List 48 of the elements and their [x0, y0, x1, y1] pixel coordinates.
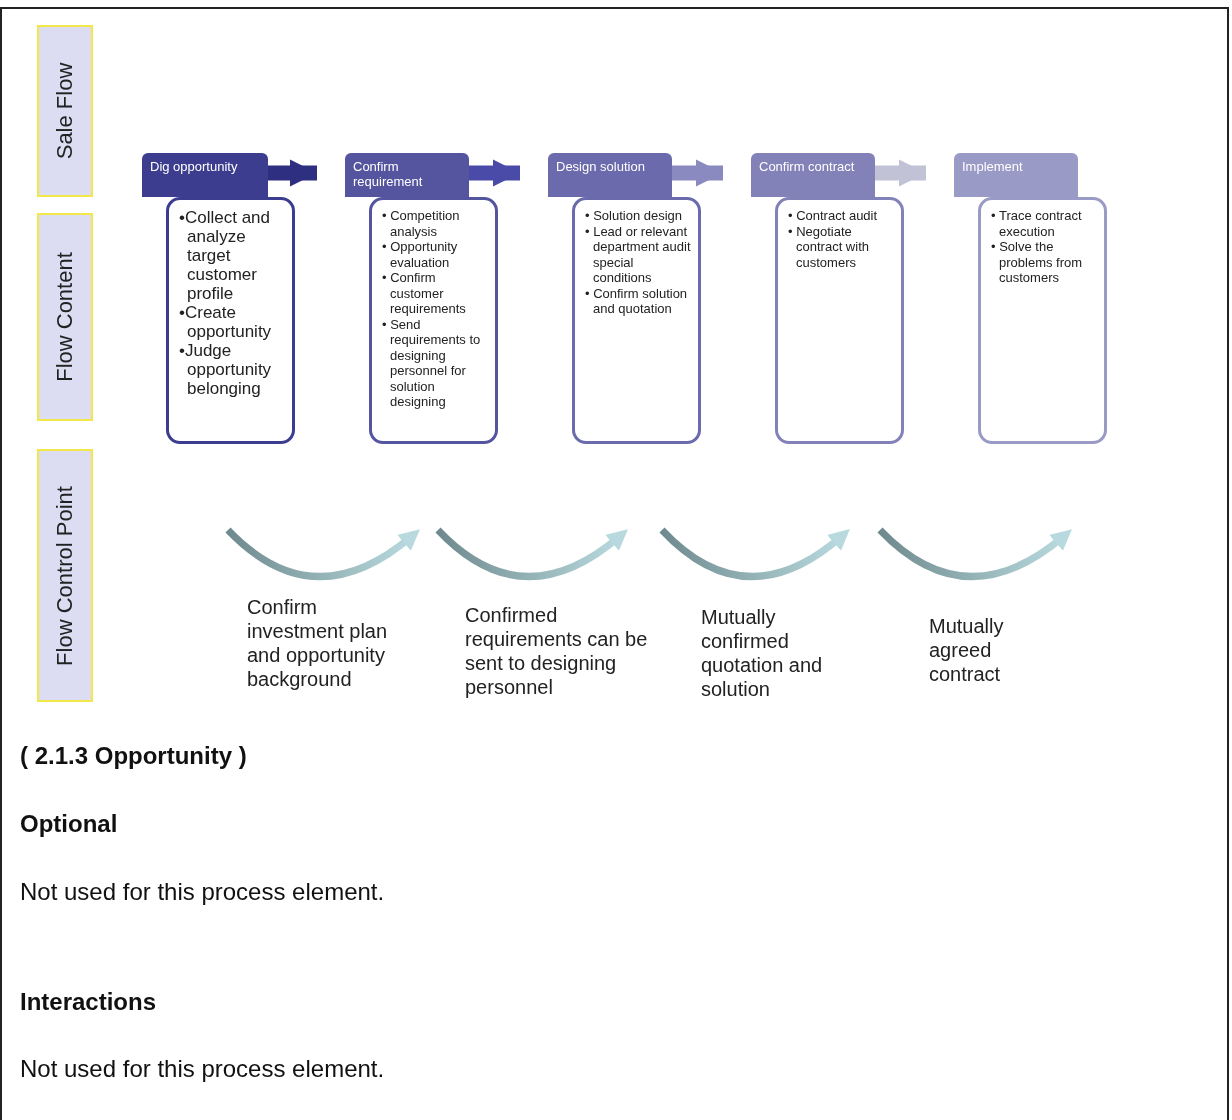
block-arrow: [469, 159, 520, 187]
stage-header: [142, 153, 268, 197]
body-text: Not used for this process element.: [20, 878, 385, 906]
body-text: Not used for this process element.: [20, 1055, 385, 1083]
content-card: [369, 197, 498, 444]
control-point-text: Confirmed requirements can be sent to designing personnel: [465, 603, 649, 699]
lane-box: [37, 213, 93, 421]
content-card: [572, 197, 701, 444]
section-heading: Interactions: [20, 988, 157, 1016]
lane-title: Sale Flow: [52, 62, 78, 160]
list-item: • Confirm solution and quotation: [585, 285, 689, 317]
list-item: • Competition analysis: [382, 208, 461, 239]
lane-box: [37, 25, 93, 197]
list-item: • Contract audit: [788, 208, 879, 224]
stage-title: Dig opportunity: [150, 159, 239, 174]
list-item: • Trace contract execution: [991, 208, 1083, 239]
stage-title: Confirm requirement: [353, 159, 424, 189]
list-item: • Send requirements to designing personnel for solution designing: [382, 316, 482, 410]
block-arrow: [672, 159, 723, 187]
lane-title: Flow Content: [52, 252, 78, 382]
list-item: • Negotiate contract with customers: [788, 223, 870, 270]
lane-box: [37, 449, 93, 702]
content-card: [775, 197, 904, 444]
content-card: [978, 197, 1107, 444]
section-heading: Optional: [20, 810, 118, 838]
list-item: • Opportunity evaluation: [382, 239, 459, 270]
stage-header: [548, 153, 672, 197]
list-item: • Lead or relevant department audit special conditions: [585, 223, 692, 286]
block-arrow: [268, 159, 317, 187]
list-item: • Solution design: [585, 208, 684, 224]
stage-header: [751, 153, 875, 197]
stage-header: [954, 153, 1078, 197]
stage-title: Confirm contract: [759, 159, 856, 174]
control-point-text: Confirm investment plan and opportunity background: [247, 595, 389, 691]
block-arrow: [875, 159, 926, 187]
stage-title: Implement: [962, 159, 1024, 174]
list-item: •Judge opportunity belonging: [179, 341, 273, 398]
reference-text: ( 2.1.3 Opportunity ): [20, 742, 247, 770]
control-point-text: Mutually confirmed quotation and solution: [701, 605, 824, 701]
stage-title: Design solution: [556, 159, 646, 174]
control-point-text: Mutually agreed contract: [929, 614, 1005, 686]
list-item: •Collect and analyze target customer profile: [179, 208, 271, 303]
content-card: [166, 197, 295, 444]
list-item: •Create opportunity: [179, 303, 273, 341]
list-item: • Confirm customer requirements: [382, 270, 467, 317]
list-item: • Solve the problems from customers: [991, 239, 1084, 286]
lane-title: Flow Control Point: [52, 485, 78, 666]
stage-header: [345, 153, 469, 197]
